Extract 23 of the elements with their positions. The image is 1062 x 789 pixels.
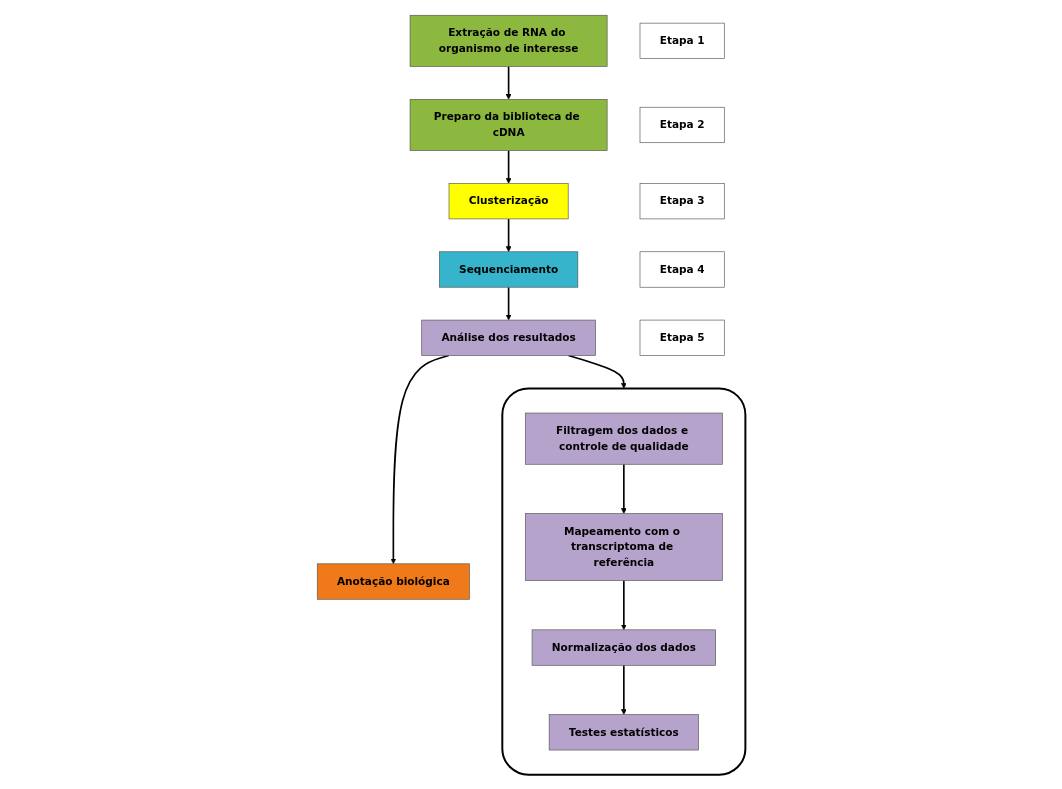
arrow (505, 65, 512, 100)
node-box: Etapa 5 (639, 319, 725, 356)
cluster (501, 386, 747, 776)
arrow (620, 463, 627, 514)
node-box: Análise dos resultados (421, 319, 596, 356)
node-box: Etapa 4 (639, 250, 725, 288)
node-box: Preparo da biblioteca de cDNA (409, 98, 608, 151)
node-box: Mapeamento com o transcriptoma de referência (524, 512, 723, 581)
arrow (505, 285, 512, 320)
node-box: Extração de RNA do organismo de interesse (409, 14, 608, 67)
node-box: Etapa 3 (639, 182, 725, 219)
node-box: Etapa 1 (639, 22, 725, 59)
arrow (505, 217, 512, 252)
arrow (620, 664, 627, 715)
node-box: Testes estatísticos (548, 713, 699, 750)
node-box: Anotação biológica (316, 563, 470, 600)
node-box: Sequenciamento (438, 250, 578, 288)
node-box: Normalização dos dados (531, 629, 716, 666)
node-box: Filtragem dos dados e controle de qualidade (524, 412, 723, 465)
arrow (620, 579, 627, 630)
node-box: Etapa 2 (639, 106, 725, 143)
arrow (505, 149, 512, 184)
node-box: Clusterização (448, 182, 569, 219)
